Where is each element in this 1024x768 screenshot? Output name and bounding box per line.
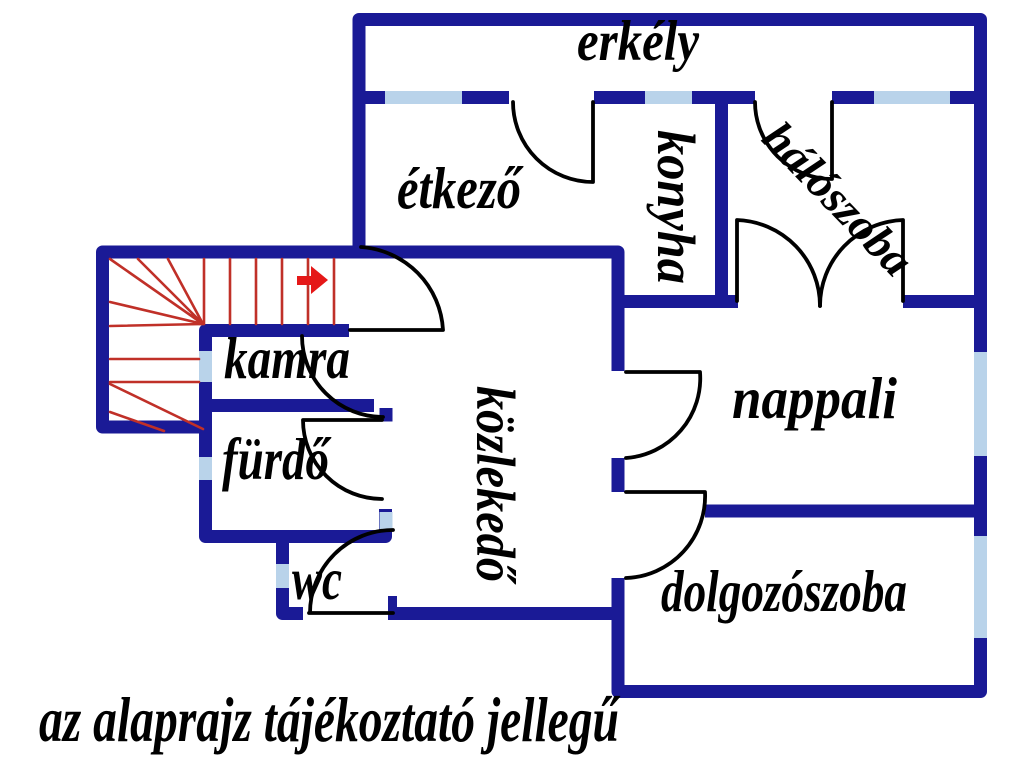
wall-wc-left-and-bottom bbox=[276, 536, 624, 620]
label-haloszoba: hálószoba bbox=[753, 112, 924, 286]
door-etkezo-balcony bbox=[511, 100, 595, 184]
stair-straight-treads bbox=[202, 257, 336, 326]
stub-wc-door-jamb bbox=[388, 596, 397, 608]
window-konyha bbox=[645, 91, 692, 104]
windows bbox=[199, 91, 987, 638]
label-nappali: nappali bbox=[732, 365, 898, 431]
door-nappali bbox=[624, 370, 703, 460]
window-wc bbox=[276, 564, 289, 588]
opening-haloszoba-balcony bbox=[755, 90, 832, 105]
walls bbox=[96, 13, 987, 698]
opening-etkezo-balcony bbox=[509, 90, 594, 105]
label-wc: wc bbox=[292, 546, 342, 612]
wall-stubs bbox=[379, 408, 397, 608]
window-nappali bbox=[974, 352, 987, 456]
door-haloszoba-double-right bbox=[818, 218, 905, 308]
wall-outline-main bbox=[96, 13, 987, 698]
window-haloszoba bbox=[874, 91, 950, 104]
door-dolgozoszoba bbox=[624, 490, 707, 580]
arrow-shaft bbox=[297, 276, 312, 285]
window-furdo bbox=[199, 457, 212, 480]
label-konyha: konyha bbox=[646, 130, 706, 284]
door-haloszoba-balcony bbox=[753, 100, 834, 181]
window-furdo-jamb bbox=[379, 512, 393, 530]
door-furdo bbox=[301, 418, 384, 501]
door-wc bbox=[307, 528, 395, 615]
stair-winder-fan-top bbox=[108, 257, 205, 328]
staircase bbox=[108, 257, 336, 433]
arrow-head bbox=[311, 266, 328, 294]
stair-winder-fan-bottom bbox=[108, 382, 205, 433]
doors bbox=[300, 100, 905, 615]
stair-lower-treads bbox=[108, 357, 201, 384]
label-furdo: fürdő bbox=[222, 426, 332, 492]
window-dolgozoszoba bbox=[974, 536, 987, 638]
opening-dolgozoszoba bbox=[610, 492, 626, 578]
stair-direction-arrow bbox=[297, 266, 328, 294]
label-kamra: kamra bbox=[224, 325, 350, 391]
label-etkezo: étkező bbox=[397, 155, 524, 221]
annotation-disclaimer: az alaprajz tájékoztató jellegű bbox=[39, 685, 620, 755]
door-haloszoba-double-left bbox=[735, 218, 822, 308]
wall-kamra-top bbox=[199, 324, 349, 427]
label-erkely: erkély bbox=[577, 10, 700, 73]
window-kamra bbox=[199, 351, 212, 382]
opening-nappali bbox=[610, 371, 626, 458]
label-kozlekedo: közlekedő bbox=[465, 386, 526, 585]
window-etkezo bbox=[385, 91, 462, 104]
label-dolgozoszoba: dolgozószoba bbox=[661, 558, 907, 624]
door-kamra bbox=[300, 334, 385, 419]
door-entry bbox=[348, 245, 445, 332]
